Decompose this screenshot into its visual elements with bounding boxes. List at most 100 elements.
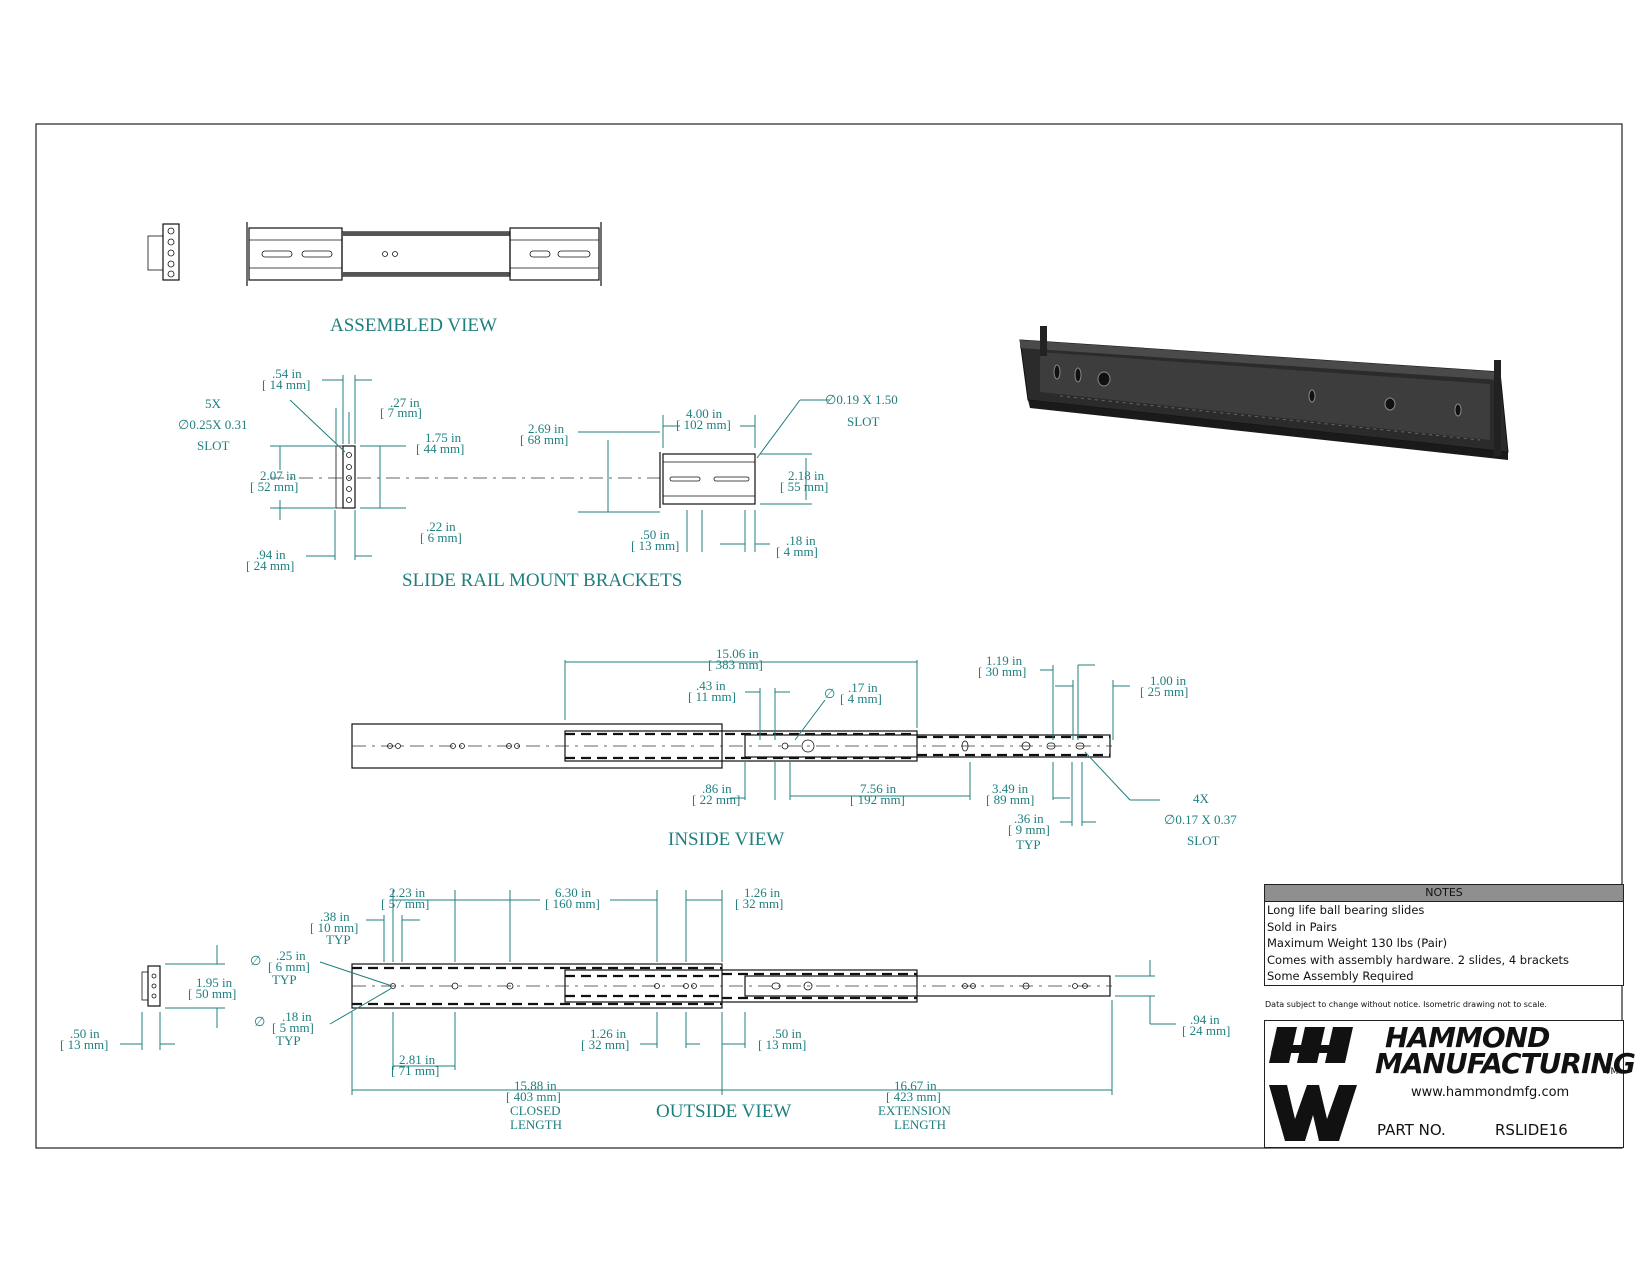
dim-218-mm: [ 55 mm]: [780, 479, 828, 494]
inside-view-title: INSIDE VIEW: [668, 829, 784, 850]
dim-094b-mm: [ 24 mm]: [1182, 1023, 1230, 1038]
inside-dimension-text: 15.06 in [ 383 mm] .43 in [ 11 mm] ∅ .17…: [688, 646, 1237, 852]
dim-207-mm: [ 52 mm]: [250, 479, 298, 494]
dim-094-in: .94 in: [256, 547, 286, 562]
dim-022-mm: [ 6 mm]: [420, 530, 462, 545]
dim-349-in: 3.49 in: [992, 781, 1029, 796]
part-number-value: RSLIDE16: [1495, 1121, 1568, 1139]
dim-050a-in: .50 in: [70, 1026, 100, 1041]
dim-400-in: 4.00 in: [686, 406, 723, 421]
dim-1588-in: 15.88 in: [514, 1078, 557, 1093]
dim-050-mm: [ 13 mm]: [631, 538, 679, 553]
brand-name-line1: HAMMOND: [1385, 1021, 1550, 1054]
dim-1506-mm: [ 383 mm]: [708, 657, 763, 672]
dim-119-mm: [ 30 mm]: [978, 664, 1026, 679]
dim-036-typ: TYP: [1016, 837, 1041, 852]
dim-018-typ: TYP: [276, 1033, 301, 1048]
note-line: Sold in Pairs: [1267, 919, 1338, 934]
note-line: Some Assembly Required: [1267, 969, 1414, 984]
dim-218-in: 2.18 in: [788, 468, 825, 483]
dim-175-mm: [ 44 mm]: [416, 441, 464, 456]
dim-050-in: .50 in: [640, 527, 670, 542]
inside-dimension-lines: [564, 660, 1160, 826]
extension-length-label: LENGTH: [894, 1117, 946, 1132]
note-line: Comes with assembly hardware. 2 slides, …: [1267, 952, 1570, 967]
dim-195-mm: [ 50 mm]: [188, 986, 236, 1001]
dim-043-in: .43 in: [696, 678, 726, 693]
dim-017-mm: [ 4 mm]: [840, 691, 882, 706]
dim-038-typ: TYP: [326, 932, 351, 947]
dim-050b-in: .50 in: [772, 1026, 802, 1041]
dim-017-in: .17 in: [848, 680, 878, 695]
closed-label: CLOSED: [510, 1103, 561, 1118]
dim-022-in: .22 in: [426, 519, 456, 534]
dim-018-in: .18 in: [786, 533, 816, 548]
dim-050a-mm: [ 13 mm]: [60, 1037, 108, 1052]
assembled-view-title: ASSEMBLED VIEW: [330, 315, 497, 336]
dim-027-in: .27 in: [390, 395, 420, 410]
dim-100-in: 1.00 in: [1150, 673, 1187, 688]
dim-1588-mm: [ 403 mm]: [506, 1089, 561, 1104]
slot-word: SLOT: [197, 438, 230, 453]
dim-349-mm: [ 89 mm]: [986, 792, 1034, 807]
dim-100-mm: [ 25 mm]: [1140, 684, 1188, 699]
dim-207-in: 2.07 in: [260, 468, 297, 483]
dim-036-in: .36 in: [1014, 811, 1044, 826]
assembled-view: [147, 222, 602, 286]
bracket-dimension-text: .54 in [ 14 mm] .27 in [ 7 mm] 5X ∅0.25X…: [178, 366, 898, 573]
slot4-word: SLOT: [1187, 833, 1220, 848]
part-number-label: PART NO.: [1377, 1121, 1446, 1139]
bracket-views: [270, 445, 756, 509]
dim-038-mm: [ 10 mm]: [310, 920, 358, 935]
slot2-word: SLOT: [847, 414, 880, 429]
dim-025-dia: ∅: [250, 953, 261, 968]
dim-269-mm: [ 68 mm]: [520, 432, 568, 447]
dim-756-mm: [ 192 mm]: [850, 792, 905, 807]
outside-dimension-text: 2.23 in [ 57 mm] 6.30 in [ 160 mm] 1.26 …: [60, 885, 1230, 1132]
slot-size: ∅0.25X 0.31: [178, 417, 247, 432]
dim-018-in: .18 in: [282, 1009, 312, 1024]
notes-box: NOTES Long life ball bearing slides Sold…: [1264, 884, 1624, 986]
dim-054-in: .54 in: [272, 366, 302, 381]
dim-086-mm: [ 22 mm]: [692, 792, 740, 807]
dim-223-mm: [ 57 mm]: [381, 896, 429, 911]
dim-175-in: 1.75 in: [425, 430, 462, 445]
dim-1506-in: 15.06 in: [716, 646, 759, 661]
dim-400-mm: [ 102 mm]: [676, 417, 731, 432]
dim-038-in: .38 in: [320, 909, 350, 924]
dim-119-in: 1.19 in: [986, 653, 1023, 668]
trademark-mark: TM: [1605, 1067, 1619, 1077]
dim-195-in: 1.95 in: [196, 975, 233, 990]
dim-018-mm: [ 4 mm]: [776, 544, 818, 559]
title-block: HAMMOND MANUFACTURING TM www.hammondmfg.…: [1264, 1020, 1636, 1148]
isometric-rail-drawing: [1019, 326, 1509, 460]
dim-269-in: 2.69 in: [528, 421, 565, 436]
company-website: www.hammondmfg.com: [1411, 1085, 1570, 1100]
dim-126b-mm: [ 32 mm]: [581, 1037, 629, 1052]
dim-126-in: 1.26 in: [744, 885, 781, 900]
extension-label: EXTENSION: [878, 1103, 952, 1118]
disclaimer-text: Data subject to change without notice. I…: [1265, 1000, 1547, 1009]
slot4-count: 4X: [1193, 791, 1210, 806]
dim-025-mm: [ 6 mm]: [268, 959, 310, 974]
dim-126b-in: 1.26 in: [590, 1026, 627, 1041]
dim-1667-mm: [ 423 mm]: [886, 1089, 941, 1104]
brand-name-line2: MANUFACTURING: [1375, 1047, 1636, 1080]
brackets-title: SLIDE RAIL MOUNT BRACKETS: [402, 570, 682, 591]
dim-036-mm: [ 9 mm]: [1008, 822, 1050, 837]
note-line: Maximum Weight 130 lbs (Pair): [1267, 936, 1448, 951]
dim-017-dia: ∅: [824, 686, 835, 701]
dim-025-typ: TYP: [272, 972, 297, 987]
dim-054-mm: [ 14 mm]: [262, 377, 310, 392]
dim-094-mm: [ 24 mm]: [246, 558, 294, 573]
dim-223-in: 2.23 in: [389, 885, 426, 900]
dim-1667-in: 16.67 in: [894, 1078, 937, 1093]
outside-view: [141, 963, 1112, 1009]
dim-025-in: .25 in: [276, 948, 306, 963]
slot4-size: ∅0.17 X 0.37: [1164, 812, 1237, 827]
dim-086-in: .86 in: [702, 781, 732, 796]
bracket-dimension-lines: [270, 375, 830, 560]
note-line: Long life ball bearing slides: [1267, 903, 1425, 917]
dim-018-mm: [ 5 mm]: [272, 1020, 314, 1035]
